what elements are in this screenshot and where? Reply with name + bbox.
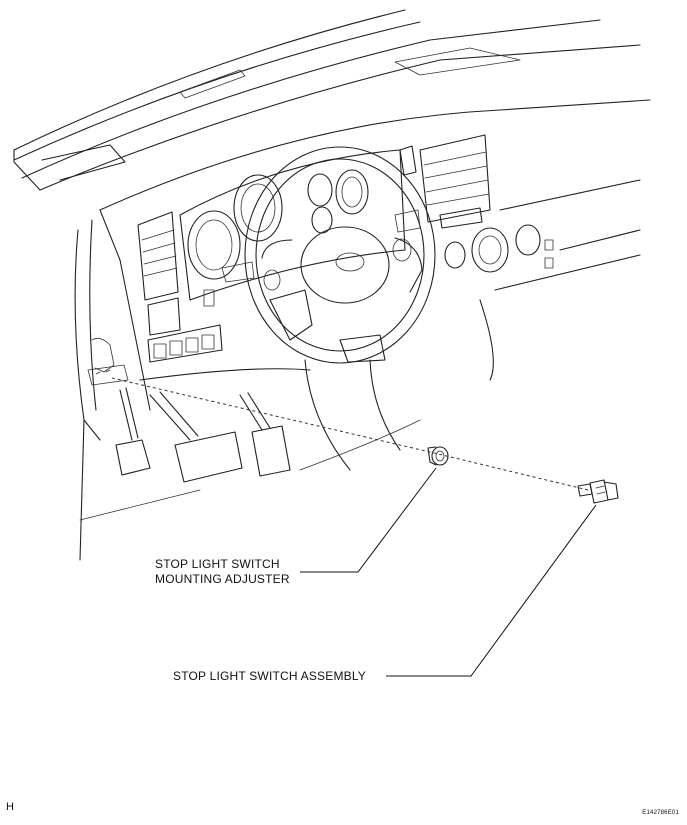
switch-assembly-part bbox=[577, 479, 619, 504]
instrument-cluster bbox=[179, 149, 406, 301]
steering-wheel bbox=[221, 146, 436, 364]
assembly-leader bbox=[386, 504, 597, 677]
installation-path bbox=[111, 377, 589, 491]
adjuster-label-line1: STOP LIGHT SWITCH bbox=[155, 557, 280, 571]
adjuster-label-line2: MOUNTING ADJUSTER bbox=[155, 572, 290, 586]
left-air-vent bbox=[137, 211, 181, 336]
assembly-label: STOP LIGHT SWITCH ASSEMBLY bbox=[173, 669, 367, 683]
left-pillar bbox=[74, 209, 151, 561]
pedal-bracket bbox=[87, 337, 129, 386]
adjuster-leader bbox=[300, 467, 437, 573]
steering-column bbox=[304, 359, 401, 471]
floor bbox=[79, 419, 421, 521]
lower-switch-panel bbox=[139, 289, 311, 381]
figure-code: E142786E01 bbox=[642, 810, 679, 816]
right-dash bbox=[399, 134, 641, 381]
dashboard-top bbox=[13, 9, 651, 211]
mounting-adjuster-part bbox=[427, 446, 449, 466]
corner-mark: H bbox=[6, 801, 14, 813]
pedals bbox=[115, 387, 291, 483]
